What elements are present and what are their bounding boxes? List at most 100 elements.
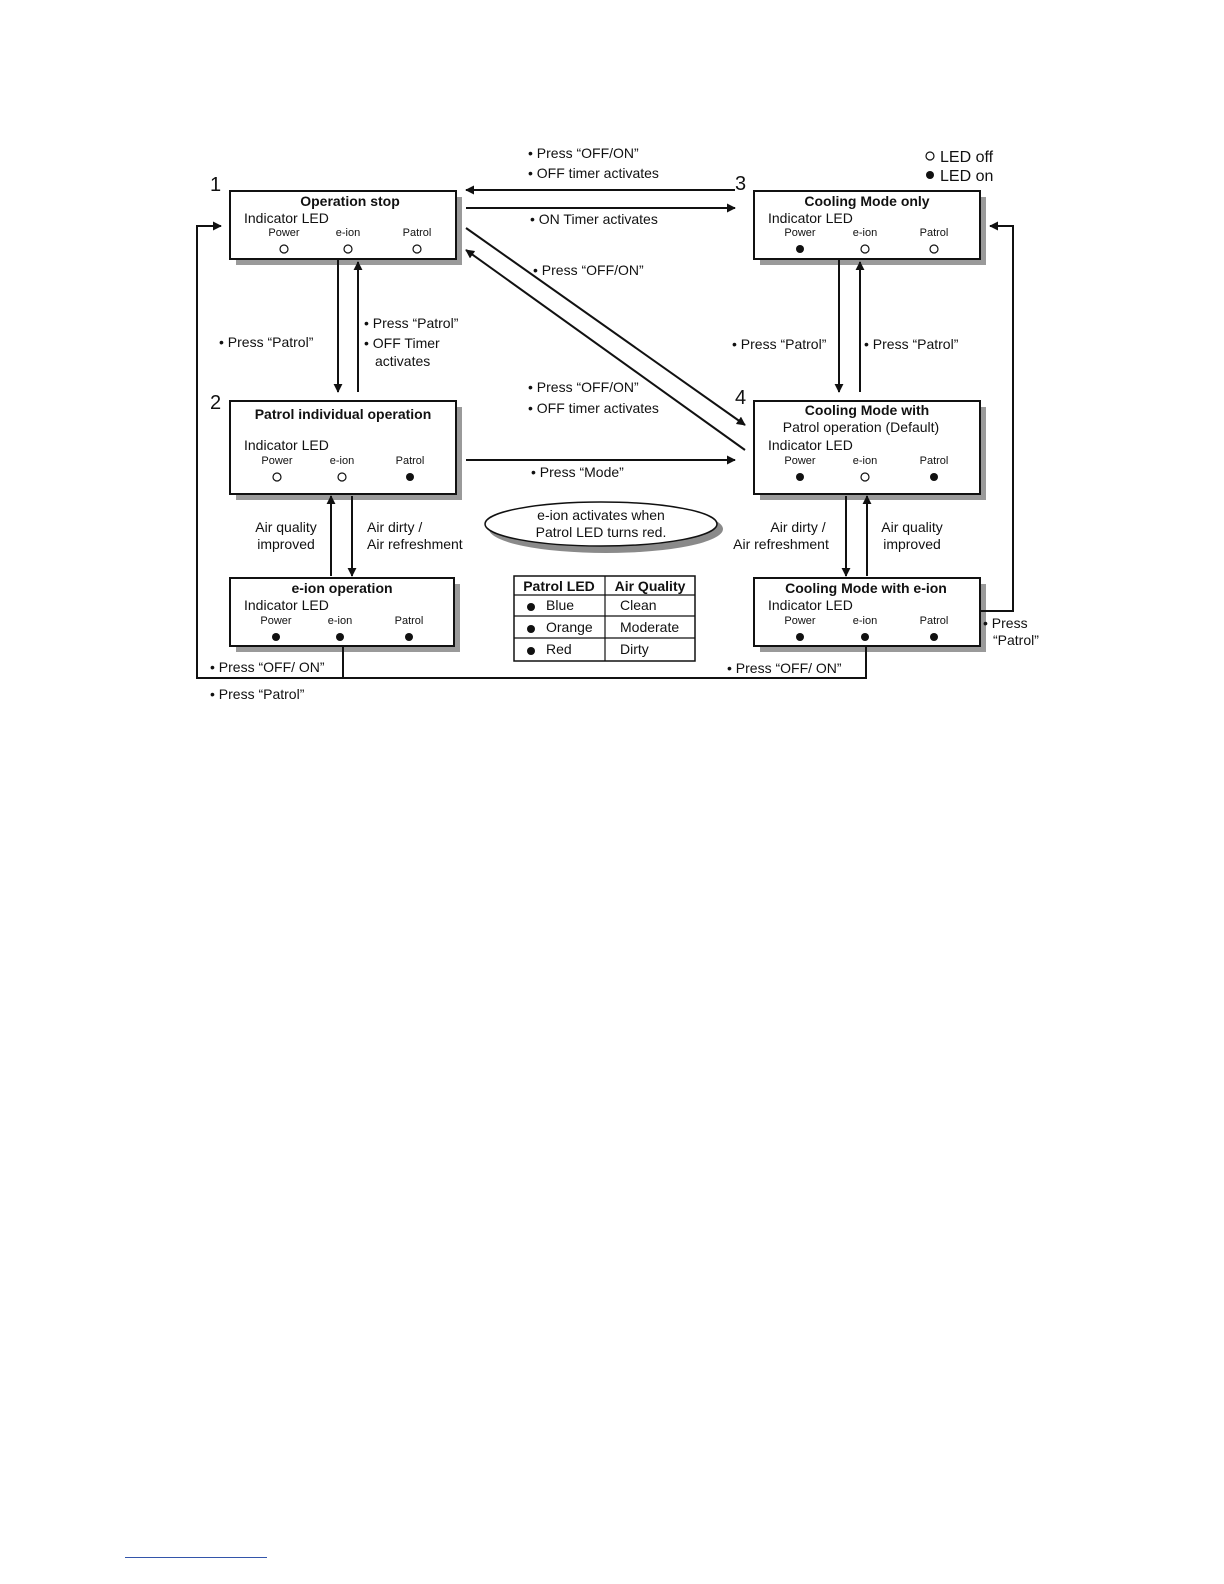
- table-header-air-quality: Air Quality: [615, 578, 686, 594]
- label-4-to-1: • Press “OFF/ON”: [533, 262, 644, 278]
- indicator-label-5: Indicator LED: [244, 597, 329, 613]
- led-power-on-indicator: [796, 245, 804, 253]
- led-patrol-off-indicator: [929, 244, 939, 254]
- state-title-6: Cooling Mode with e-ion: [785, 580, 947, 596]
- arrow-1-to-4: [465, 227, 746, 426]
- led-label-patrol: Patrol: [403, 227, 432, 239]
- table-led-blue: Blue: [546, 597, 574, 613]
- state-number-1: 1: [210, 174, 221, 196]
- led-label-power: Power: [784, 615, 816, 627]
- led-label-power: Power: [268, 227, 300, 239]
- led-label-patrol: Patrol: [396, 455, 425, 467]
- state-box-4: 4 Cooling Mode with Patrol operation (De…: [735, 387, 986, 500]
- label-1-to-4-b: • OFF timer activates: [528, 400, 659, 416]
- patrol-led-table: Patrol LED Air Quality Blue Clean Orange…: [513, 575, 696, 662]
- state-title-5: e-ion operation: [291, 580, 392, 596]
- led-eion-off-indicator: [860, 244, 870, 254]
- led-patrol-on-indicator: [405, 633, 413, 641]
- label-6-to-1: • Press “OFF/ ON”: [727, 660, 842, 676]
- legend-led-on: LED on: [940, 168, 993, 185]
- label-5-to-2-a: Air quality: [255, 519, 316, 535]
- led-row: Power e-ion Patrol: [784, 615, 948, 641]
- state-number-2: 2: [210, 392, 221, 414]
- label-4-to-3: • Press “Patrol”: [864, 336, 959, 352]
- label-2-to-1-a: • Press “Patrol”: [364, 315, 459, 331]
- table-quality-clean: Clean: [620, 597, 657, 613]
- label-2-to-5-b: Air refreshment: [367, 536, 463, 552]
- led-power-off-indicator: [279, 244, 289, 254]
- indicator-label-1: Indicator LED: [244, 210, 329, 226]
- led-patrol-off-indicator: [412, 244, 422, 254]
- led-eion-on-indicator: [336, 633, 344, 641]
- led-power-on-indicator: [796, 633, 804, 641]
- label-2-to-5-a: Air dirty /: [367, 519, 422, 535]
- arrow-6-to-3: [980, 221, 1014, 612]
- label-6-to-3-b: “Patrol”: [993, 632, 1039, 648]
- label-2-to-4: • Press “Mode”: [531, 464, 624, 480]
- label-3-to-1-a: • Press “OFF/ON”: [528, 145, 639, 161]
- note-line-2: Patrol LED turns red.: [536, 524, 667, 540]
- note-line-1: e-ion activates when: [537, 507, 665, 523]
- table-led-blue-dot: [527, 603, 535, 611]
- led-eion-off-indicator: [337, 472, 347, 482]
- led-off-symbol: [925, 151, 935, 161]
- led-legend: LED off LED on: [925, 149, 994, 185]
- led-label-patrol: Patrol: [920, 615, 949, 627]
- indicator-label-6: Indicator LED: [768, 597, 853, 613]
- indicator-label-2: Indicator LED: [244, 437, 329, 453]
- state-title-3: Cooling Mode only: [804, 193, 929, 209]
- led-patrol-on-indicator: [930, 473, 938, 481]
- led-label-power: Power: [784, 455, 816, 467]
- table-header-patrol-led: Patrol LED: [523, 578, 595, 594]
- indicator-label-3: Indicator LED: [768, 210, 853, 226]
- label-2-to-1-b: • OFF Timer: [364, 335, 440, 351]
- state-box-6: Cooling Mode with e-ion Indicator LED Po…: [753, 577, 986, 652]
- led-label-patrol: Patrol: [920, 227, 949, 239]
- table-quality-dirty: Dirty: [620, 641, 649, 657]
- label-4-to-6-b: Air refreshment: [733, 536, 829, 552]
- indicator-label-4: Indicator LED: [768, 437, 853, 453]
- state-title-1: Operation stop: [300, 193, 400, 209]
- state-box-2: 2 Patrol individual operation Indicator …: [210, 392, 462, 500]
- led-power-off-indicator: [272, 472, 282, 482]
- label-3-to-4: • Press “Patrol”: [732, 336, 827, 352]
- state-title-4: Cooling Mode with: [805, 402, 929, 418]
- led-eion-off-indicator: [343, 244, 353, 254]
- state-number-3: 3: [735, 173, 746, 195]
- footnote-rule: [125, 1557, 267, 1558]
- table-led-red-dot: [527, 647, 535, 655]
- label-5-to-2-b: improved: [257, 536, 315, 552]
- label-2-to-1-c: activates: [375, 353, 430, 369]
- led-label-eion: e-ion: [328, 615, 352, 627]
- led-label-eion: e-ion: [853, 615, 877, 627]
- arrow-5-to-1: [196, 221, 344, 679]
- state-title-2: Patrol individual operation: [255, 406, 432, 422]
- led-label-patrol: Patrol: [395, 615, 424, 627]
- table-led-orange-dot: [527, 625, 535, 633]
- transition-labels: • Press “OFF/ON” • OFF timer activates •…: [210, 145, 1039, 702]
- arrow-6-to-1: [343, 646, 867, 679]
- label-4-to-6-a: Air dirty /: [770, 519, 825, 535]
- legend-led-off: LED off: [940, 149, 994, 166]
- led-on-symbol: [926, 171, 934, 179]
- transition-arrows: [196, 185, 1014, 679]
- led-power-on-indicator: [272, 633, 280, 641]
- eion-note: e-ion activates when Patrol LED turns re…: [484, 501, 723, 553]
- label-3-to-1-b: • OFF timer activates: [528, 165, 659, 181]
- led-patrol-on-indicator: [930, 633, 938, 641]
- led-eion-off-indicator: [860, 472, 870, 482]
- table-led-red: Red: [546, 641, 572, 657]
- state-number-4: 4: [735, 387, 746, 409]
- led-label-power: Power: [261, 455, 293, 467]
- led-label-eion: e-ion: [853, 227, 877, 239]
- led-label-patrol: Patrol: [920, 455, 949, 467]
- label-5-to-1: • Press “OFF/ ON”: [210, 659, 325, 675]
- state-subtitle-4: Patrol operation (Default): [783, 419, 939, 435]
